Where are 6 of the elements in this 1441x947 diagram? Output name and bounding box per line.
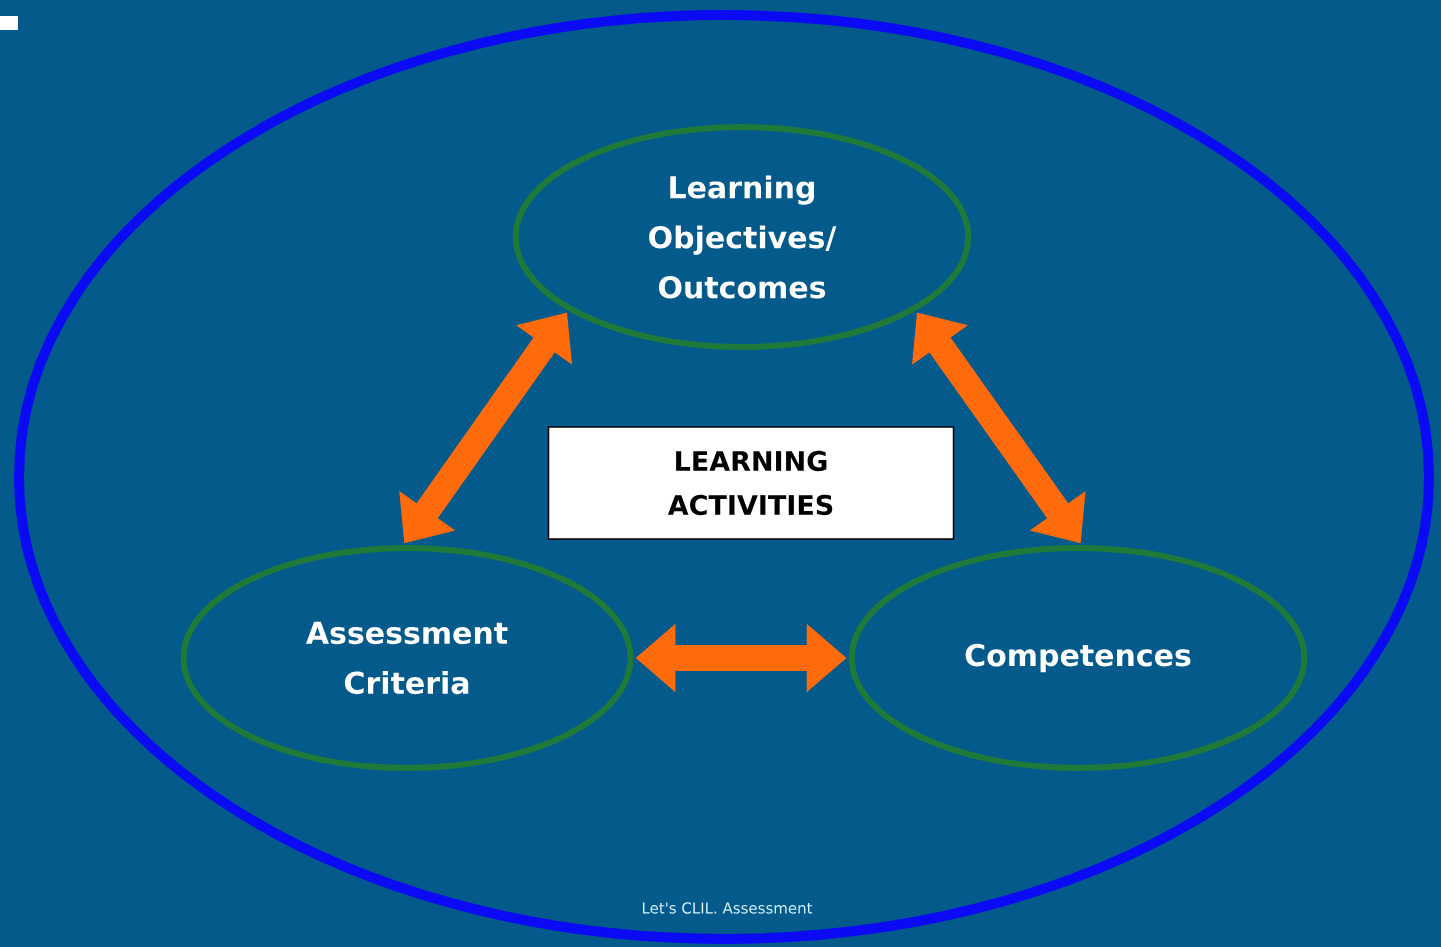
oval-node: Learning Objectives/ Outcomes bbox=[512, 124, 972, 350]
oval-node: Assessment Criteria bbox=[180, 545, 634, 771]
oval-node: Competences bbox=[848, 545, 1308, 771]
activity-box: LEARNING ACTIVITIES bbox=[547, 426, 955, 540]
footer-text: Let's CLIL. Assessment bbox=[642, 902, 813, 914]
outer-ellipse bbox=[14, 10, 1434, 944]
